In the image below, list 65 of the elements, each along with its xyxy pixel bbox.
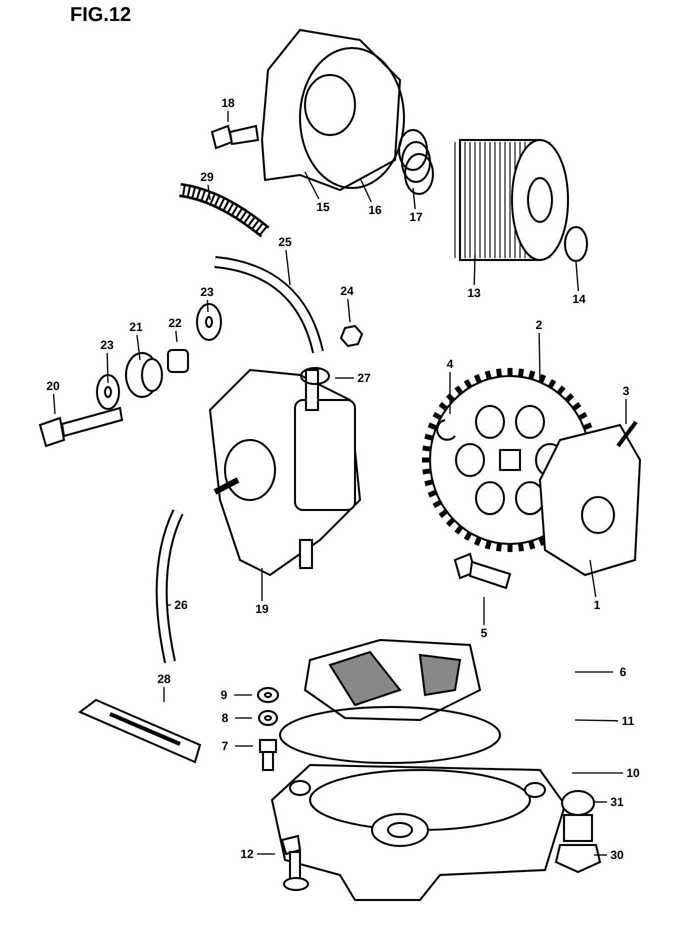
leader-line [594,854,607,856]
callout-number: 15 [313,199,333,215]
leader-line [175,330,178,342]
leader-line [412,188,416,210]
leader-line [163,687,165,702]
leader-line [347,298,351,322]
leader-line [136,334,141,360]
callout-number: 26 [171,597,191,613]
leader-line [574,719,618,722]
callout-number: 10 [623,765,643,781]
callout-number: 11 [618,713,638,729]
leader-line [483,597,485,625]
callout-number: 24 [337,283,357,299]
leader-line [235,717,252,719]
leader-line [206,300,209,312]
callout-number: 7 [215,738,235,754]
callout-number: 22 [165,315,185,331]
leader-line [589,560,596,598]
callout-number: 6 [613,664,633,680]
leader-line [575,671,613,673]
leader-line [106,352,109,384]
callout-number: 16 [365,202,385,218]
leader-line [625,399,627,424]
leader-line [261,568,263,601]
leader-line [235,745,253,747]
leader-line [359,178,372,202]
callout-number: 17 [406,209,426,225]
leader-line [575,262,579,292]
callout-number: 19 [252,601,272,617]
callout-number: 4 [440,356,460,372]
leader-line [474,254,476,286]
leader-line [304,172,320,200]
callout-number: 30 [607,847,627,863]
figure-title: FIG.12 [70,4,132,27]
callout-number: 25 [275,234,295,250]
callout-number: 18 [218,95,238,111]
callout-number: 12 [237,846,257,862]
leader-line [167,604,171,606]
leader-line [594,801,607,803]
callout-number: 5 [474,625,494,641]
leader-line [572,772,623,774]
leader-line [538,332,541,382]
callout-number: 14 [569,291,589,307]
callout-number: 29 [197,169,217,185]
callout-number: 2 [529,317,549,333]
callout-number: 13 [464,285,484,301]
callout-number: 27 [354,370,374,386]
callout-number: 9 [214,687,234,703]
callout-number: 23 [197,284,217,300]
leader-line [335,377,354,379]
leader-line [449,372,451,414]
callout-number: 21 [126,319,146,335]
callout-number: 1 [587,597,607,613]
leader-line [52,394,56,414]
leader-line [234,694,252,696]
callout-number: 31 [607,794,627,810]
leader-line [207,184,211,200]
callout-number: 8 [215,710,235,726]
callout-number: 23 [97,337,117,353]
leader-line [227,111,229,122]
leader-line [257,853,275,855]
leader-line [285,250,291,286]
callout-number: 3 [616,383,636,399]
callout-number: 20 [43,378,63,394]
callout-number: 28 [154,671,174,687]
